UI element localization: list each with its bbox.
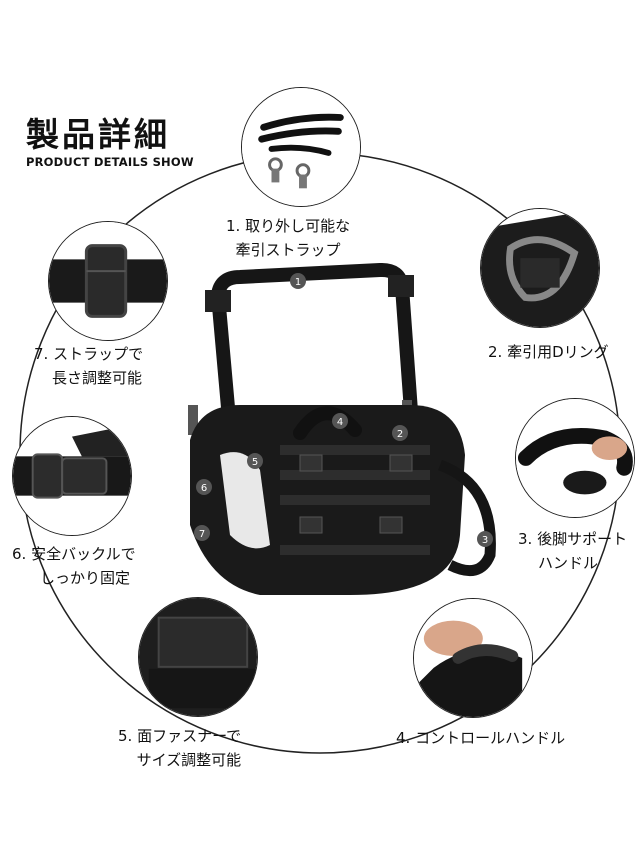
svg-text:3: 3 [482,535,488,546]
badge-1: 1 [290,273,306,289]
strap-adjuster-icon [48,221,168,341]
badge-2: 2 [392,425,408,441]
d-ring-icon [480,208,600,328]
feature-1-label: 1. 取り外し可能な 牽引ストラップ [226,217,351,259]
svg-text:6: 6 [201,483,207,494]
rear-handle-icon [515,398,635,518]
leash-strap-icon [241,87,361,207]
svg-text:1: 1 [295,277,301,288]
harness-product-image: 1 2 3 4 5 6 7 [188,262,496,595]
svg-text:4: 4 [337,417,343,428]
feature-3-label: 3. 後脚サポート ハンドル [518,530,628,572]
feature-4-label: 4. コントロールハンドル [396,729,566,747]
control-handle-icon [413,598,533,718]
page-title: 製品詳細 [26,115,170,154]
page-subtitle: PRODUCT DETAILS SHOW [26,155,194,169]
feature-2-label: 2. 牽引用Dリング [488,343,609,361]
feature-7-label: 7. ストラップで 長さ調整可能 [34,345,144,387]
badge-3: 3 [477,531,493,547]
velcro-icon [138,597,258,717]
badge-5: 5 [247,453,263,469]
buckle-icon [12,416,132,536]
badge-7: 7 [194,525,210,541]
feature-5-label: 5. 面ファスナーで サイズ調整可能 [118,727,242,769]
svg-text:5: 5 [252,457,258,468]
svg-text:2: 2 [397,429,403,440]
badge-6: 6 [196,479,212,495]
feature-6-label: 6. 安全バックルで しっかり固定 [12,545,136,587]
svg-text:7: 7 [199,529,205,540]
badge-4: 4 [332,413,348,429]
